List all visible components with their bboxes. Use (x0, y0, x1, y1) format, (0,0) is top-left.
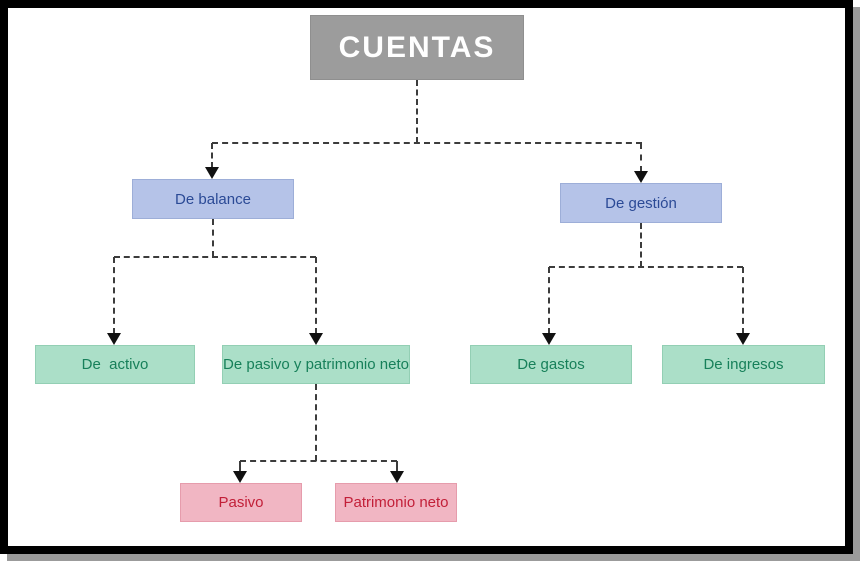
node-de-pasivo-y-patrimonio-neto: De pasivo y patrimonio neto (222, 345, 410, 384)
arrow-down-icon (390, 471, 404, 483)
connector-to-pasivo (239, 461, 241, 472)
arrow-down-icon (634, 171, 648, 183)
node-de-ingresos: De ingresos (662, 345, 825, 384)
node-pasivo: Pasivo (180, 483, 302, 522)
node-cuentas: CUENTAS (310, 15, 524, 80)
connector-gestion-split (549, 266, 743, 268)
connector-to-gastos (548, 267, 550, 334)
node-de-balance: De balance (132, 179, 294, 219)
connector-to-gestion (640, 143, 642, 172)
connector-root-stem (416, 80, 418, 143)
node-de-gestion: De gestión (560, 183, 722, 223)
connector-to-patrimonio (396, 461, 398, 472)
arrow-down-icon (736, 333, 750, 345)
connector-pasivo-split (240, 460, 397, 462)
connector-balance-stem (212, 219, 214, 257)
arrow-down-icon (107, 333, 121, 345)
connector-to-activo (113, 257, 115, 334)
connector-balance-split (114, 256, 316, 258)
arrow-down-icon (205, 167, 219, 179)
connector-to-balance (211, 143, 213, 168)
arrow-down-icon (542, 333, 556, 345)
connector-to-pasivo-pn (315, 257, 317, 334)
arrow-down-icon (309, 333, 323, 345)
node-de-activo: De activo (35, 345, 195, 384)
arrow-down-icon (233, 471, 247, 483)
connector-pasivo-pn-stem (315, 384, 317, 461)
node-patrimonio-neto: Patrimonio neto (335, 483, 457, 522)
connector-gestion-stem (640, 223, 642, 267)
connector-to-ingresos (742, 267, 744, 334)
node-de-gastos: De gastos (470, 345, 632, 384)
diagram-frame: CUENTAS De balance De gestión De activo … (0, 0, 853, 554)
connector-root-split (212, 142, 642, 144)
